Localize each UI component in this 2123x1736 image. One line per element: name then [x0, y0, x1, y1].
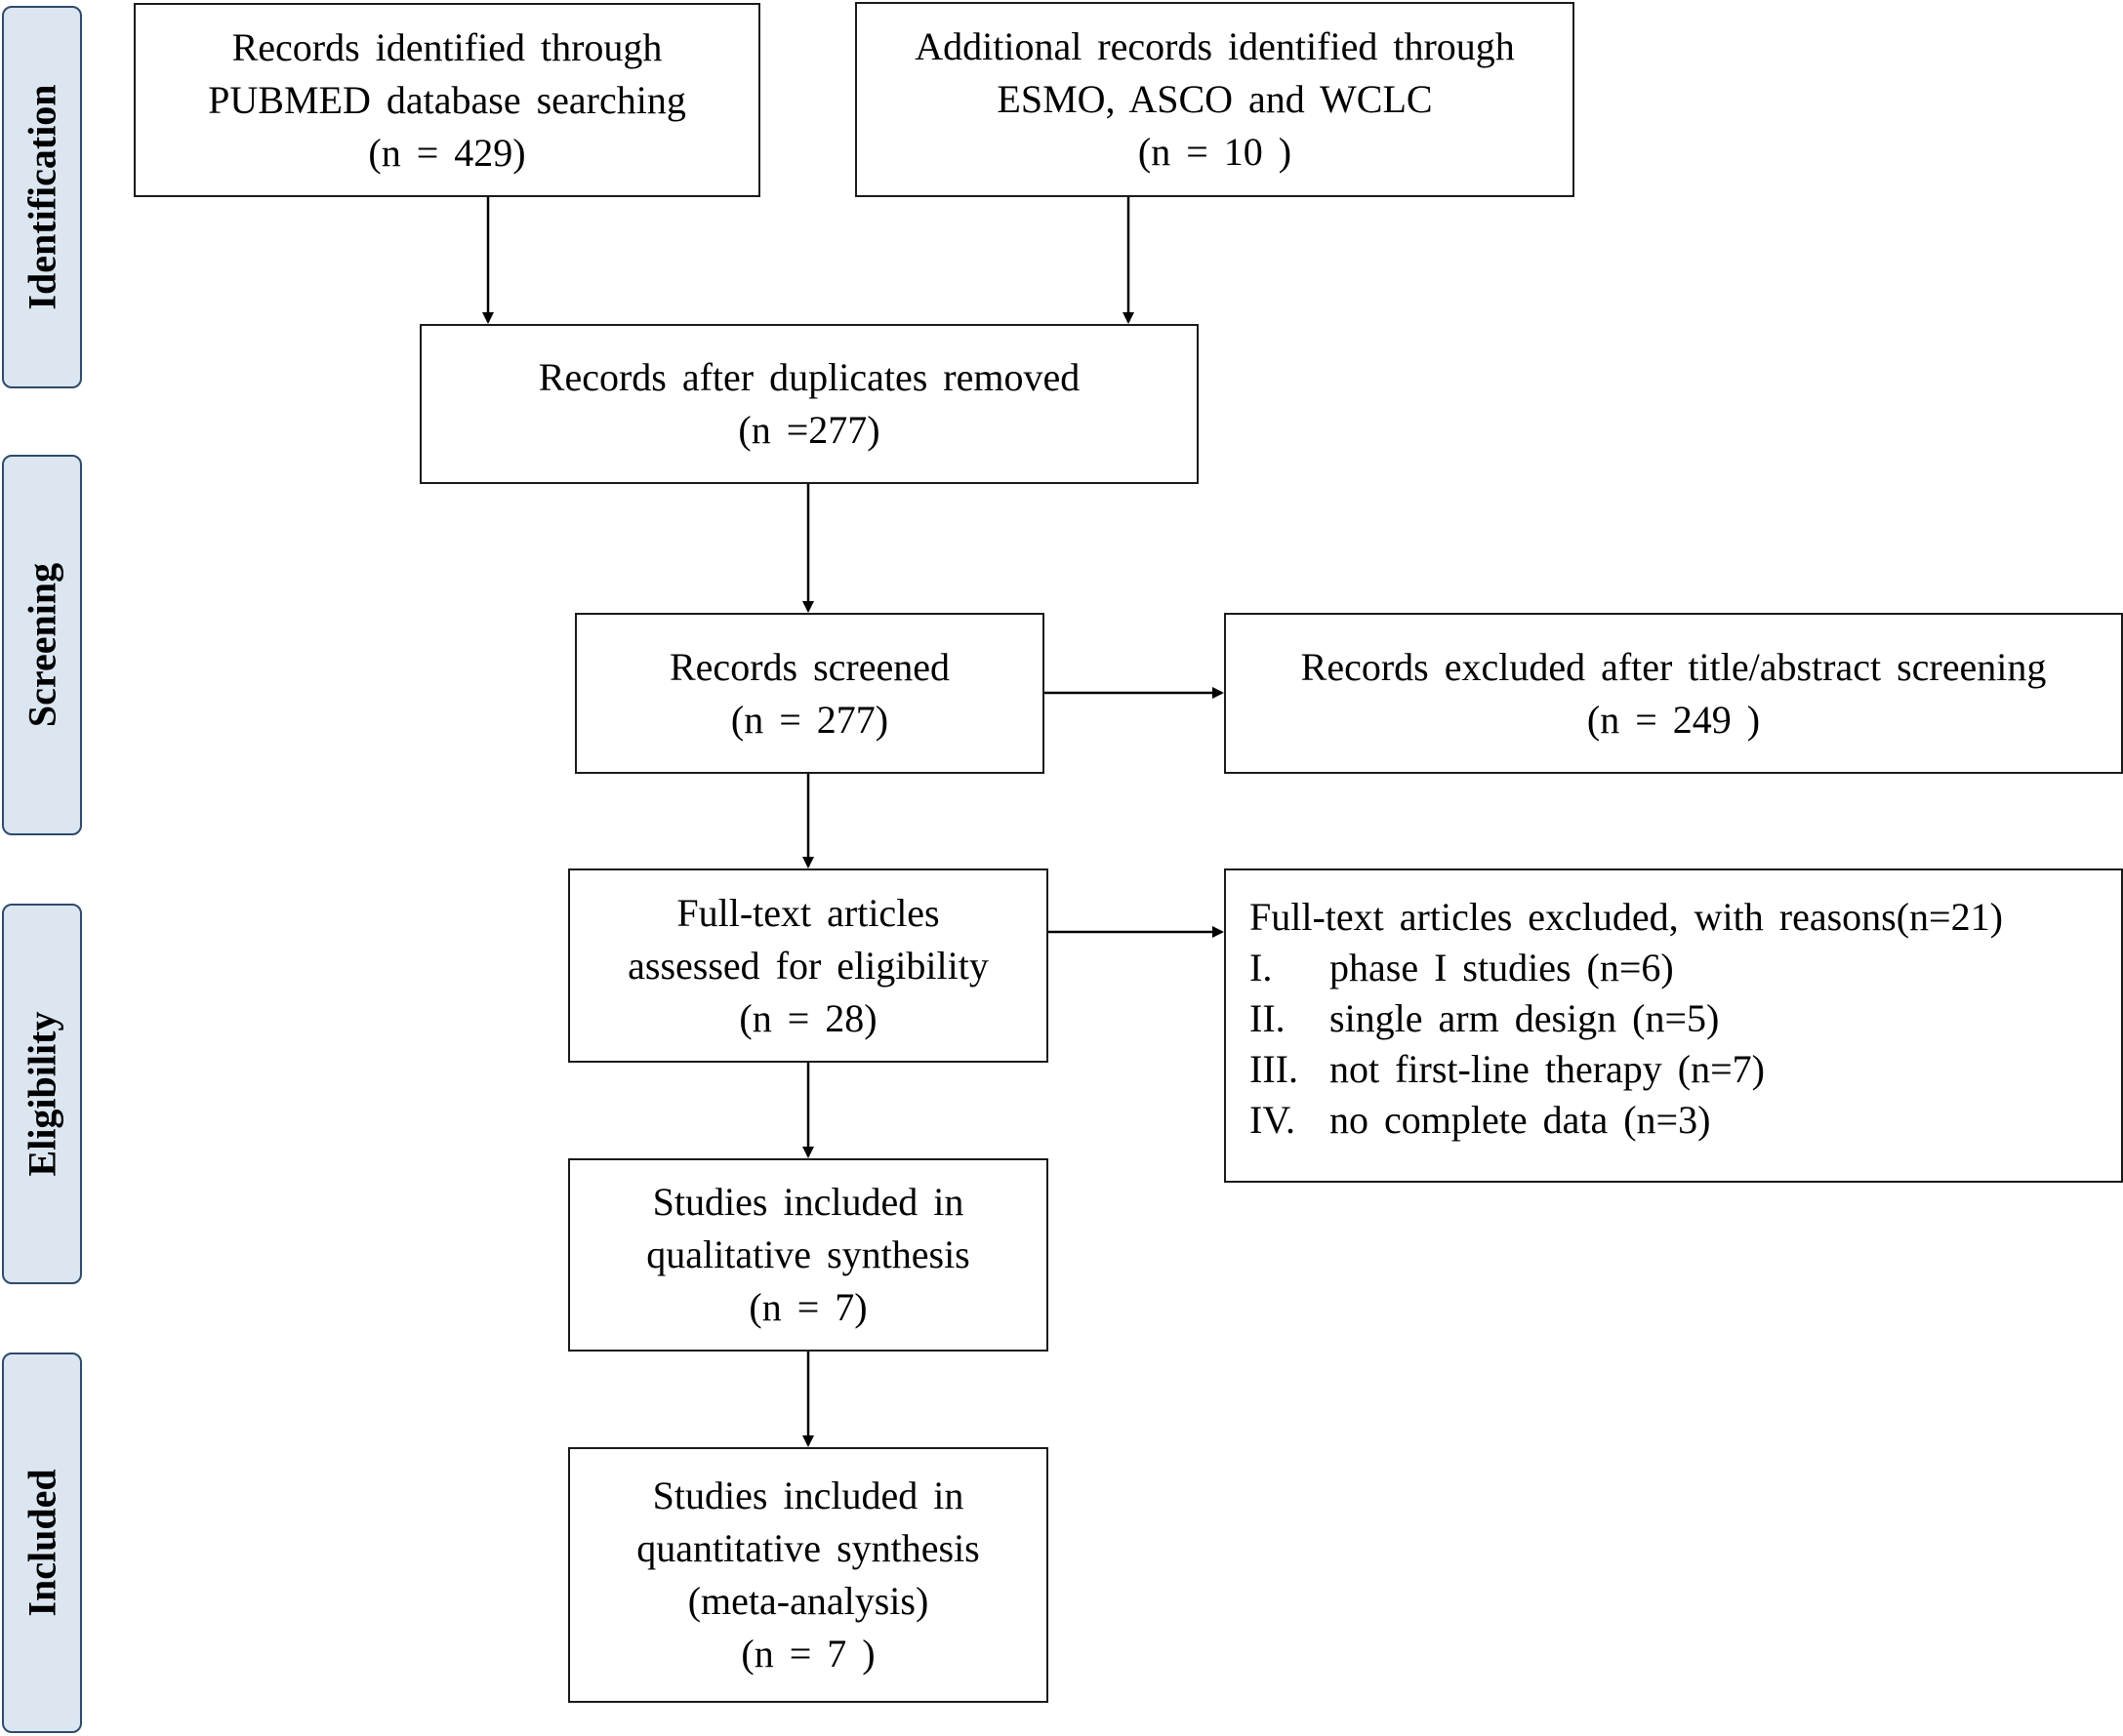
- quantitative-line-2: quantitative synthesis: [636, 1526, 980, 1570]
- quantitative-line-1: Studies included in: [652, 1474, 964, 1517]
- fulltext-excluded-title: Full-text articles excluded, with reason…: [1249, 895, 2003, 939]
- additional-line-3: (n = 10 ): [1137, 130, 1292, 174]
- stage-included: Included: [2, 1352, 82, 1733]
- fulltext-excluded-box: Full-text articles excluded, with reason…: [1224, 868, 2123, 1183]
- exclusion-reason-number: I.: [1249, 946, 1273, 989]
- exclusion-reason: II. single arm design (n=5): [1249, 993, 1719, 1044]
- quantitative-line-4: (n = 7 ): [741, 1632, 876, 1675]
- qualitative-line-1: Studies included in: [652, 1180, 964, 1224]
- duplicates-removed-box: Records after duplicates removed (n =277…: [420, 324, 1199, 484]
- additional-records-box: Additional records identified through ES…: [855, 2, 1574, 197]
- stage-identification: Identification: [2, 6, 82, 388]
- fulltext-assessed-line-1: Full-text articles: [676, 890, 940, 935]
- excluded-screening-line-2: (n = 249 ): [1586, 697, 1761, 742]
- exclusion-reason-text: phase I studies (n=6): [1329, 946, 1674, 989]
- records-excluded-box: Records excluded after title/abstract sc…: [1224, 613, 2123, 774]
- fulltext-assessed-box: Full-text articles assessed for eligibil…: [568, 868, 1048, 1063]
- exclusion-reason-number: III.: [1249, 1047, 1298, 1091]
- pubmed-line-3: (n = 429): [368, 130, 526, 175]
- records-screened-box: Records screened (n = 277): [575, 613, 1044, 774]
- fulltext-assessed-line-3: (n = 28): [739, 995, 878, 1040]
- exclusion-reason: I. phase I studies (n=6): [1249, 943, 1674, 993]
- additional-line-1: Additional records identified through: [915, 24, 1515, 68]
- screened-line-1: Records screened: [670, 644, 950, 689]
- exclusion-reason-number: IV.: [1249, 1098, 1296, 1142]
- exclusion-reason: IV. no complete data (n=3): [1249, 1095, 1710, 1146]
- additional-line-2: ESMO, ASCO and WCLC: [997, 77, 1433, 121]
- stage-eligibility: Eligibility: [2, 904, 82, 1284]
- screened-line-2: (n = 277): [730, 697, 889, 742]
- duplicates-line-2: (n =277): [738, 408, 880, 452]
- exclusion-reason-text: not first-line therapy (n=7): [1329, 1047, 1765, 1091]
- qualitative-synthesis-box: Studies included in qualitative synthesi…: [568, 1158, 1048, 1352]
- fulltext-assessed-line-2: assessed for eligibility: [628, 943, 989, 988]
- pubmed-line-2: PUBMED database searching: [208, 77, 686, 122]
- qualitative-line-2: qualitative synthesis: [646, 1232, 970, 1276]
- duplicates-line-1: Records after duplicates removed: [538, 355, 1081, 399]
- qualitative-line-3: (n = 7): [749, 1285, 868, 1329]
- exclusion-reason-text: single arm design (n=5): [1329, 996, 1720, 1040]
- quantitative-line-3: (meta-analysis): [687, 1579, 929, 1623]
- stage-screening: Screening: [2, 455, 82, 835]
- pubmed-line-1: Records identified through: [231, 24, 663, 69]
- exclusion-reason-number: II.: [1249, 996, 1286, 1040]
- excluded-screening-line-1: Records excluded after title/abstract sc…: [1300, 644, 2047, 689]
- exclusion-reason: III. not first-line therapy (n=7): [1249, 1044, 1765, 1095]
- pubmed-records-box: Records identified through PUBMED databa…: [134, 3, 760, 197]
- exclusion-reason-text: no complete data (n=3): [1329, 1098, 1711, 1142]
- quantitative-synthesis-box: Studies included in quantitative synthes…: [568, 1447, 1048, 1703]
